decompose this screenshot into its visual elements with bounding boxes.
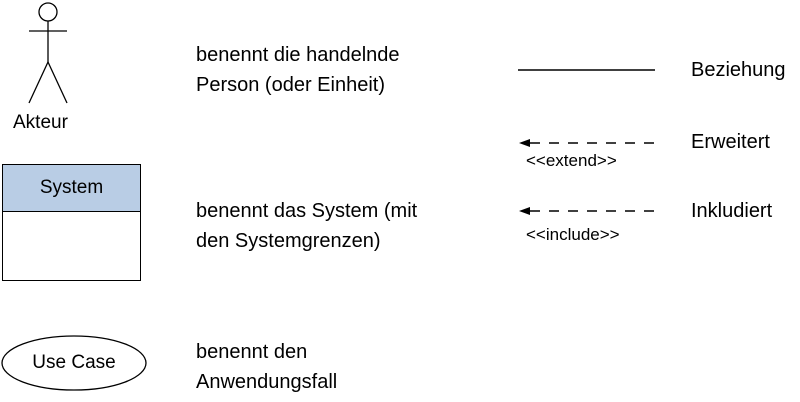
use-case-description-line1: benennt den [196, 341, 308, 363]
system-description: benennt das System (mit den Systemgrenze… [196, 196, 417, 256]
include-arrow [519, 207, 662, 215]
actor-label: Akteur [13, 112, 68, 133]
system-description-line2: den Systemgrenzen) [196, 230, 381, 252]
use-case-ellipse [1, 335, 147, 391]
system-header: System [3, 165, 140, 212]
include-label: Inkludiert [691, 200, 773, 222]
association-label: Beziehung [691, 59, 786, 81]
extend-label: Erweitert [691, 131, 770, 153]
stick-figure-icon [28, 2, 68, 104]
actor-description: benennt die handelnde Person (oder Einhe… [196, 40, 400, 100]
system-box: System [2, 164, 141, 281]
actor-description-line2: Person (oder Einheit) [196, 74, 385, 96]
include-stereotype: <<include>> [526, 225, 620, 244]
actor-description-line1: benennt die handelnde [196, 44, 400, 66]
system-description-line1: benennt das System (mit [196, 200, 418, 222]
extend-arrow [519, 139, 662, 147]
system-label: System [39, 177, 104, 198]
use-case-description-line2: Anwendungsfall [196, 371, 338, 393]
use-case-description: benennt den Anwendungsfall [196, 337, 337, 397]
extend-stereotype: <<extend>> [526, 151, 617, 170]
use-case-label: Use Case [32, 352, 116, 373]
